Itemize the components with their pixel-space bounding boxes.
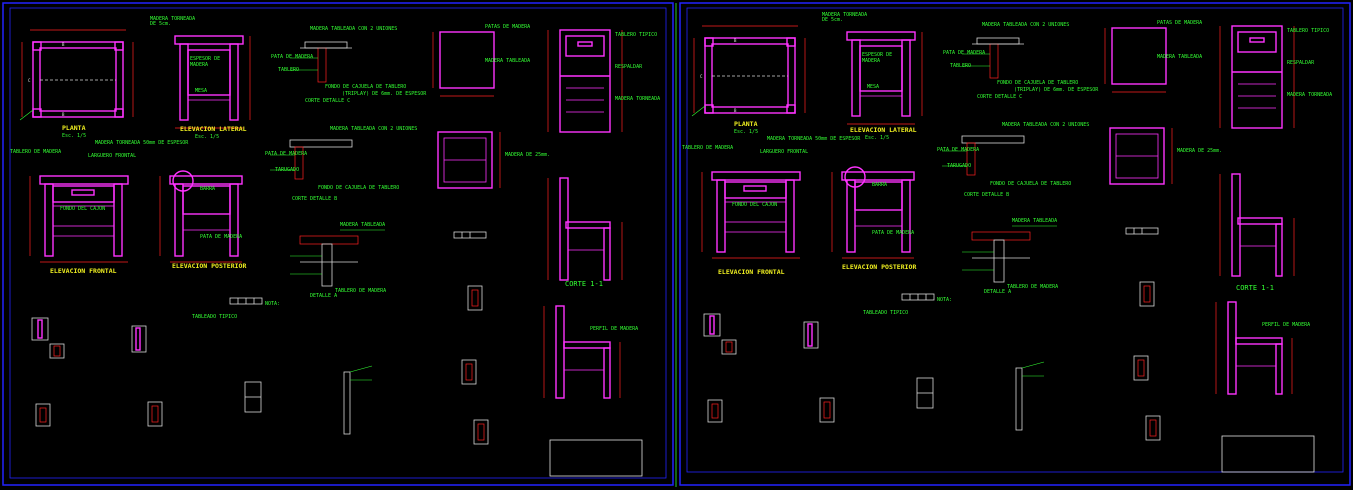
scale-planta: Esc. 1/5 xyxy=(62,133,86,139)
title-planta: PLANTA xyxy=(62,124,86,132)
title-detalle-a-2: DETALLE A xyxy=(984,289,1011,295)
title-corte: CORTE 1-1 xyxy=(565,280,603,288)
sheet-inner-frame-right xyxy=(686,7,1344,473)
title-elev-posterior-2: ELEVACION POSTERIOR xyxy=(842,263,916,271)
sheet-left-drawing xyxy=(9,15,661,477)
scale-lateral: Esc. 1/5 xyxy=(195,134,219,140)
title-elev-posterior: ELEVACION POSTERIOR xyxy=(172,262,246,270)
title-elev-frontal-2: ELEVACION FRONTAL xyxy=(718,268,785,276)
title-elev-lateral-2: ELEVACION LATERAL xyxy=(850,126,917,134)
sheet-inner-frame-left xyxy=(9,7,667,479)
title-tableado: TABLEADO TIPICO xyxy=(192,314,237,320)
title-elev-frontal: ELEVACION FRONTAL xyxy=(50,267,117,275)
title-detalle-a: DETALLE A xyxy=(310,293,337,299)
title-elev-lateral: ELEVACION LATERAL xyxy=(180,125,247,133)
sheet-right-drawing xyxy=(681,11,1333,473)
sheet-frame-right xyxy=(679,2,1351,486)
title-planta-2: PLANTA xyxy=(734,120,758,128)
sheet-frame-left xyxy=(2,2,674,486)
scale-planta-2: Esc. 1/5 xyxy=(734,129,758,135)
title-tableado-2: TABLEADO TIPICO xyxy=(863,310,908,316)
scale-lateral-2: Esc. 1/5 xyxy=(865,135,889,141)
title-corte-2: CORTE 1-1 xyxy=(1236,284,1274,292)
